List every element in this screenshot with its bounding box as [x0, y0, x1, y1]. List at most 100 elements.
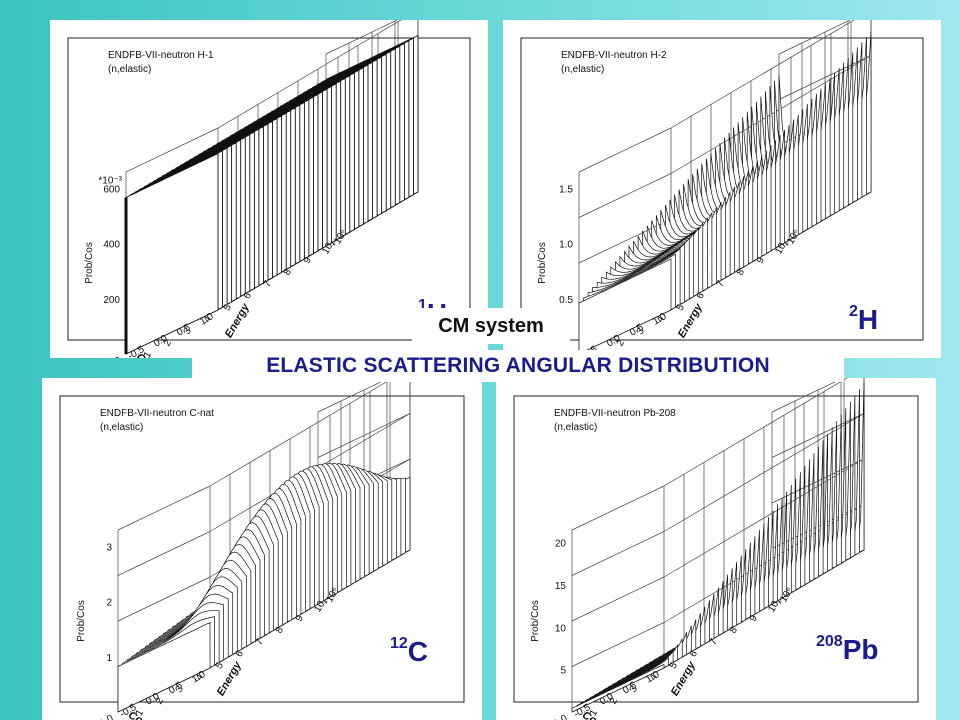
energy-tick-label: 10 [766, 599, 781, 615]
z-tick-label: 1.0 [559, 240, 573, 251]
energy-tick-label: 8 [728, 625, 741, 636]
plot-subtitle: (n,elastic) [100, 422, 143, 433]
energy-tick-label: 2 [162, 338, 175, 349]
z-tick-label: 1.5 [559, 185, 573, 196]
z-tick-label: 15 [555, 581, 567, 592]
left-gridline [578, 173, 672, 218]
energy-tick-label: 7 [262, 279, 275, 290]
energy-tick-label: 5 [668, 660, 681, 671]
energy-tick-label: 3 [635, 326, 648, 337]
z-tick-label: 20 [555, 539, 567, 550]
energy-tick-label: 3 [174, 684, 187, 695]
surface [578, 31, 872, 355]
cosine-tick-label: -1.0 [103, 355, 124, 358]
energy-tick-label: 8 [274, 625, 287, 636]
plot-frame [59, 395, 465, 703]
isotope-symbol: C [407, 636, 429, 667]
energy-tick-label: 6 [242, 290, 255, 301]
energy-tick-label: 2 [615, 338, 628, 349]
left-gridline [125, 127, 219, 173]
plot-frame [513, 395, 919, 703]
cosine-tick-label: -1.0 [549, 713, 570, 720]
z-tick-label: 0.5 [559, 295, 573, 306]
energy-tick-label: 5 [222, 302, 235, 313]
surface [117, 462, 411, 713]
isotope-label-h2: 2H [849, 303, 879, 335]
side-gridline [778, 20, 851, 55]
side-gridline [771, 378, 844, 413]
surface-slice [571, 663, 665, 713]
isotope-symbol: H [857, 304, 879, 335]
z-axis-label: Prob/Cos [84, 242, 95, 284]
isotope-symbol: Pb [842, 634, 879, 665]
back-gridline [663, 413, 865, 532]
energy-tick-label: 7 [254, 637, 267, 648]
back-gridline [209, 378, 394, 487]
plot-c: ENDFB-VII-neutron C-nat(n,elastic)123Pro… [59, 378, 465, 720]
side-gridline [317, 413, 411, 458]
plot-subtitle: (n,elastic) [554, 422, 597, 433]
left-gridline [117, 531, 211, 576]
energy-tick-label: 2 [154, 696, 167, 707]
left-gridline [578, 127, 672, 173]
plot-subtitle: (n,elastic) [108, 64, 151, 75]
z-tick-label: 1 [106, 653, 112, 664]
left-gridline [117, 576, 211, 622]
energy-tick-label: 3 [628, 684, 641, 695]
z-tick-label: 200 [103, 295, 120, 306]
energy-tick-label: 4 [202, 314, 215, 325]
energy-tick-label: 7 [708, 637, 721, 648]
energy-tick-label: 7 [715, 279, 728, 290]
energy-tick-label: 1 [588, 707, 601, 718]
surface-slice [125, 152, 219, 355]
plot-title: ENDFB-VII-neutron H-1 [108, 50, 214, 61]
z-tick-label: 2 [106, 598, 112, 609]
energy-tick-label: 9 [294, 613, 307, 624]
z-tick-label: 5 [560, 666, 566, 677]
left-gridline [578, 218, 672, 264]
side-gridline [317, 378, 390, 413]
isotope-label-pb: 208Pb [816, 633, 879, 665]
isotope-mass: 12 [390, 635, 408, 652]
energy-tick-label: 3 [182, 326, 195, 337]
plot-title: ENDFB-VII-neutron H-2 [561, 50, 667, 61]
isotope-mass: 2 [849, 303, 858, 320]
back-gridline [217, 20, 402, 129]
left-gridline [571, 531, 665, 576]
energy-tick-label: 10 [320, 241, 335, 257]
back-gridline [663, 378, 848, 487]
main-title: ELASTIC SCATTERING ANGULAR DISTRIBUTION [192, 350, 844, 382]
side-gridline [325, 20, 398, 55]
left-gridline [571, 485, 665, 531]
surface-slice [578, 258, 672, 355]
energy-tick-label: 9 [755, 255, 768, 266]
energy-tick-label: 4 [194, 672, 207, 683]
left-gridline [117, 485, 211, 531]
back-gridline [670, 20, 855, 129]
z-tick-label: 400 [103, 240, 120, 251]
isotope-mass: 208 [816, 633, 843, 650]
energy-tick-label: 1 [134, 707, 147, 718]
z-axis-label: Prob/Cos [76, 600, 87, 642]
energy-tick-label: 6 [695, 290, 708, 301]
energy-tick-label: 4 [648, 672, 661, 683]
plot-frame [67, 37, 471, 341]
energy-tick-label: 4 [655, 314, 668, 325]
z-axis-label: Prob/Cos [530, 600, 541, 642]
energy-tick-label: 8 [282, 267, 295, 278]
energy-tick-label: 5 [214, 660, 227, 671]
surface [124, 34, 419, 355]
cm-system-label: CM system [412, 308, 570, 344]
plot-title: ENDFB-VII-neutron C-nat [100, 408, 214, 419]
plot-frame [520, 37, 924, 341]
surface [571, 382, 865, 713]
left-gridline [571, 576, 665, 622]
z-tick-label: 3 [106, 543, 112, 554]
energy-tick-label: 8 [735, 267, 748, 278]
plot-h1: ENDFB-VII-neutron H-1(n,elastic)20040060… [67, 20, 471, 358]
energy-tick-label: 1 [142, 349, 155, 358]
surface-slice [117, 621, 211, 713]
